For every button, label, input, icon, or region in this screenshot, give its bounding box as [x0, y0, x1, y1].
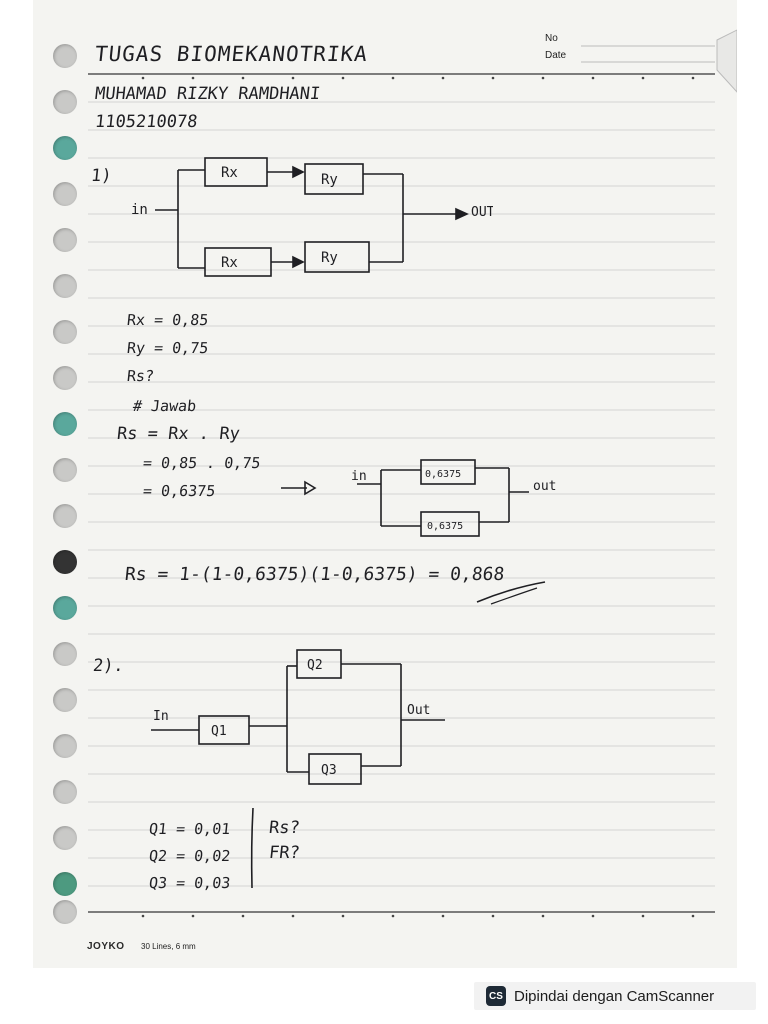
binder-hole [53, 458, 77, 482]
binder-hole [53, 228, 77, 252]
reduced-out-label: out [533, 479, 556, 494]
problem-2-block-diagram: In Out Q1 Q2 Q3 [151, 649, 445, 785]
binder-hole [53, 900, 77, 924]
result-underline [476, 581, 546, 605]
page-title: TUGAS BIOMEKANOTRIKA [93, 42, 370, 66]
binder-hole [53, 688, 77, 712]
binder-hole [53, 182, 77, 206]
binder-hole [53, 136, 77, 160]
binder-hole [53, 320, 77, 344]
binder-hole [53, 642, 77, 666]
p2-given-q1: Q1 = 0,01 [148, 820, 232, 838]
problem-1-number: 1) [89, 166, 113, 186]
ruled-lines [88, 29, 737, 918]
camscanner-text: Dipindai dengan CamScanner [514, 987, 715, 1005]
p1-given-ry: Ry = 0,75 [126, 339, 210, 357]
binder-hole [53, 826, 77, 850]
problem-2-number: 2). [91, 656, 125, 676]
reduced-in-label: in [351, 469, 367, 484]
reduced-block-2: 0,6375 [427, 521, 463, 532]
p1-asked: Rs? [126, 367, 156, 385]
binder-hole [53, 550, 77, 574]
binder-hole [53, 412, 77, 436]
no-label: No [545, 33, 558, 44]
p1-work-line-3: = 0,6375 [142, 482, 217, 500]
binder-hole [53, 780, 77, 804]
p2-divider [250, 807, 254, 889]
date-label: Date [545, 50, 567, 61]
notebook-page: No Date TUGAS BIOMEKANOTRIKA MUHAMAD RIZ… [33, 0, 737, 968]
p1-result-equation: Rs = 1-(1-0,6375)(1-0,6375) = 0,868 [123, 564, 506, 585]
binder-hole [53, 90, 77, 114]
p1-given-rx: Rx = 0,85 [126, 311, 210, 329]
problem-1-block-diagram: in OUT Rx Ry Rx Ry [131, 157, 493, 277]
binder-hole [53, 274, 77, 298]
p2-in-label: In [153, 709, 169, 724]
p1-in-label: in [131, 202, 148, 218]
p1-bottom-block-2: Ry [321, 250, 338, 266]
p1-top-block-2: Ry [321, 172, 338, 188]
p2-out-label: Out [407, 703, 430, 718]
student-id: 1105210078 [93, 112, 199, 132]
notebook-spec: 30 Lines, 6 mm [141, 942, 196, 951]
reduced-block-1: 0,6375 [425, 469, 461, 480]
p1-top-block-1: Rx [221, 165, 238, 181]
binder-hole [53, 734, 77, 758]
p2-asked-rs: Rs? [267, 818, 301, 838]
p1-bottom-block-1: Rx [221, 255, 238, 271]
p2-series-block: Q1 [211, 724, 227, 739]
p2-parallel-block-1: Q2 [307, 658, 323, 673]
camscanner-badge: CS Dipindai dengan CamScanner [474, 982, 756, 1010]
p1-out-label: OUT [471, 205, 493, 220]
student-name: MUHAMAD RIZKY RAMDHANI [93, 84, 322, 104]
p1-work-line-1: Rs = Rx . Ry [115, 424, 241, 444]
p2-given-q3: Q3 = 0,03 [148, 874, 232, 892]
arrow-icon [281, 480, 317, 496]
p1-work-line-2: = 0,85 . 0,75 [142, 454, 262, 472]
p2-parallel-block-2: Q3 [321, 763, 337, 778]
problem-1-reduced-diagram: in out 0,6375 0,6375 [351, 459, 556, 537]
camscanner-icon: CS [486, 986, 506, 1006]
binder-hole [53, 366, 77, 390]
p2-given-q2: Q2 = 0,02 [148, 847, 232, 865]
notebook-brand: JOYKO [87, 941, 125, 952]
binder-hole [53, 504, 77, 528]
p1-answer-heading: # Jawab [132, 397, 198, 415]
binder-hole [53, 596, 77, 620]
binder-hole [53, 872, 77, 896]
binder-hole [53, 44, 77, 68]
p2-asked-fr: FR? [267, 843, 301, 863]
